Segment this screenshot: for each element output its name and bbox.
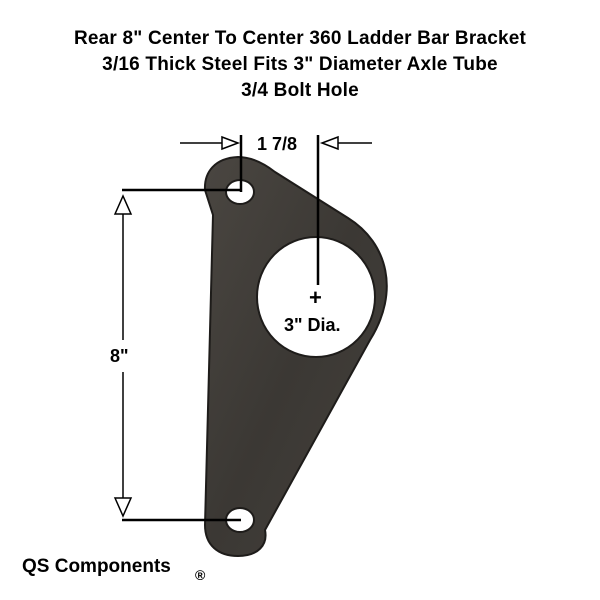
width-dimension — [180, 135, 372, 285]
brand-name: QS Components — [22, 556, 171, 577]
height-label: 8" — [110, 346, 129, 366]
title-line-1: Rear 8" Center To Center 360 Ladder Bar … — [73, 28, 527, 49]
width-label: 1 7/8 — [257, 134, 297, 154]
title-line-2: 3/16 Thick Steel Fits 3" Diameter Axle T… — [102, 54, 498, 75]
product-title: Rear 8" Center To Center 360 Ladder Bar … — [0, 26, 600, 104]
registered-mark: ® — [195, 567, 206, 583]
title-line-3: 3/4 Bolt Hole — [241, 80, 359, 101]
hole-diameter-label: 3" Dia. — [284, 315, 341, 335]
center-mark: + — [309, 285, 322, 310]
height-dimension — [113, 188, 241, 522]
bracket-plate — [203, 155, 388, 558]
